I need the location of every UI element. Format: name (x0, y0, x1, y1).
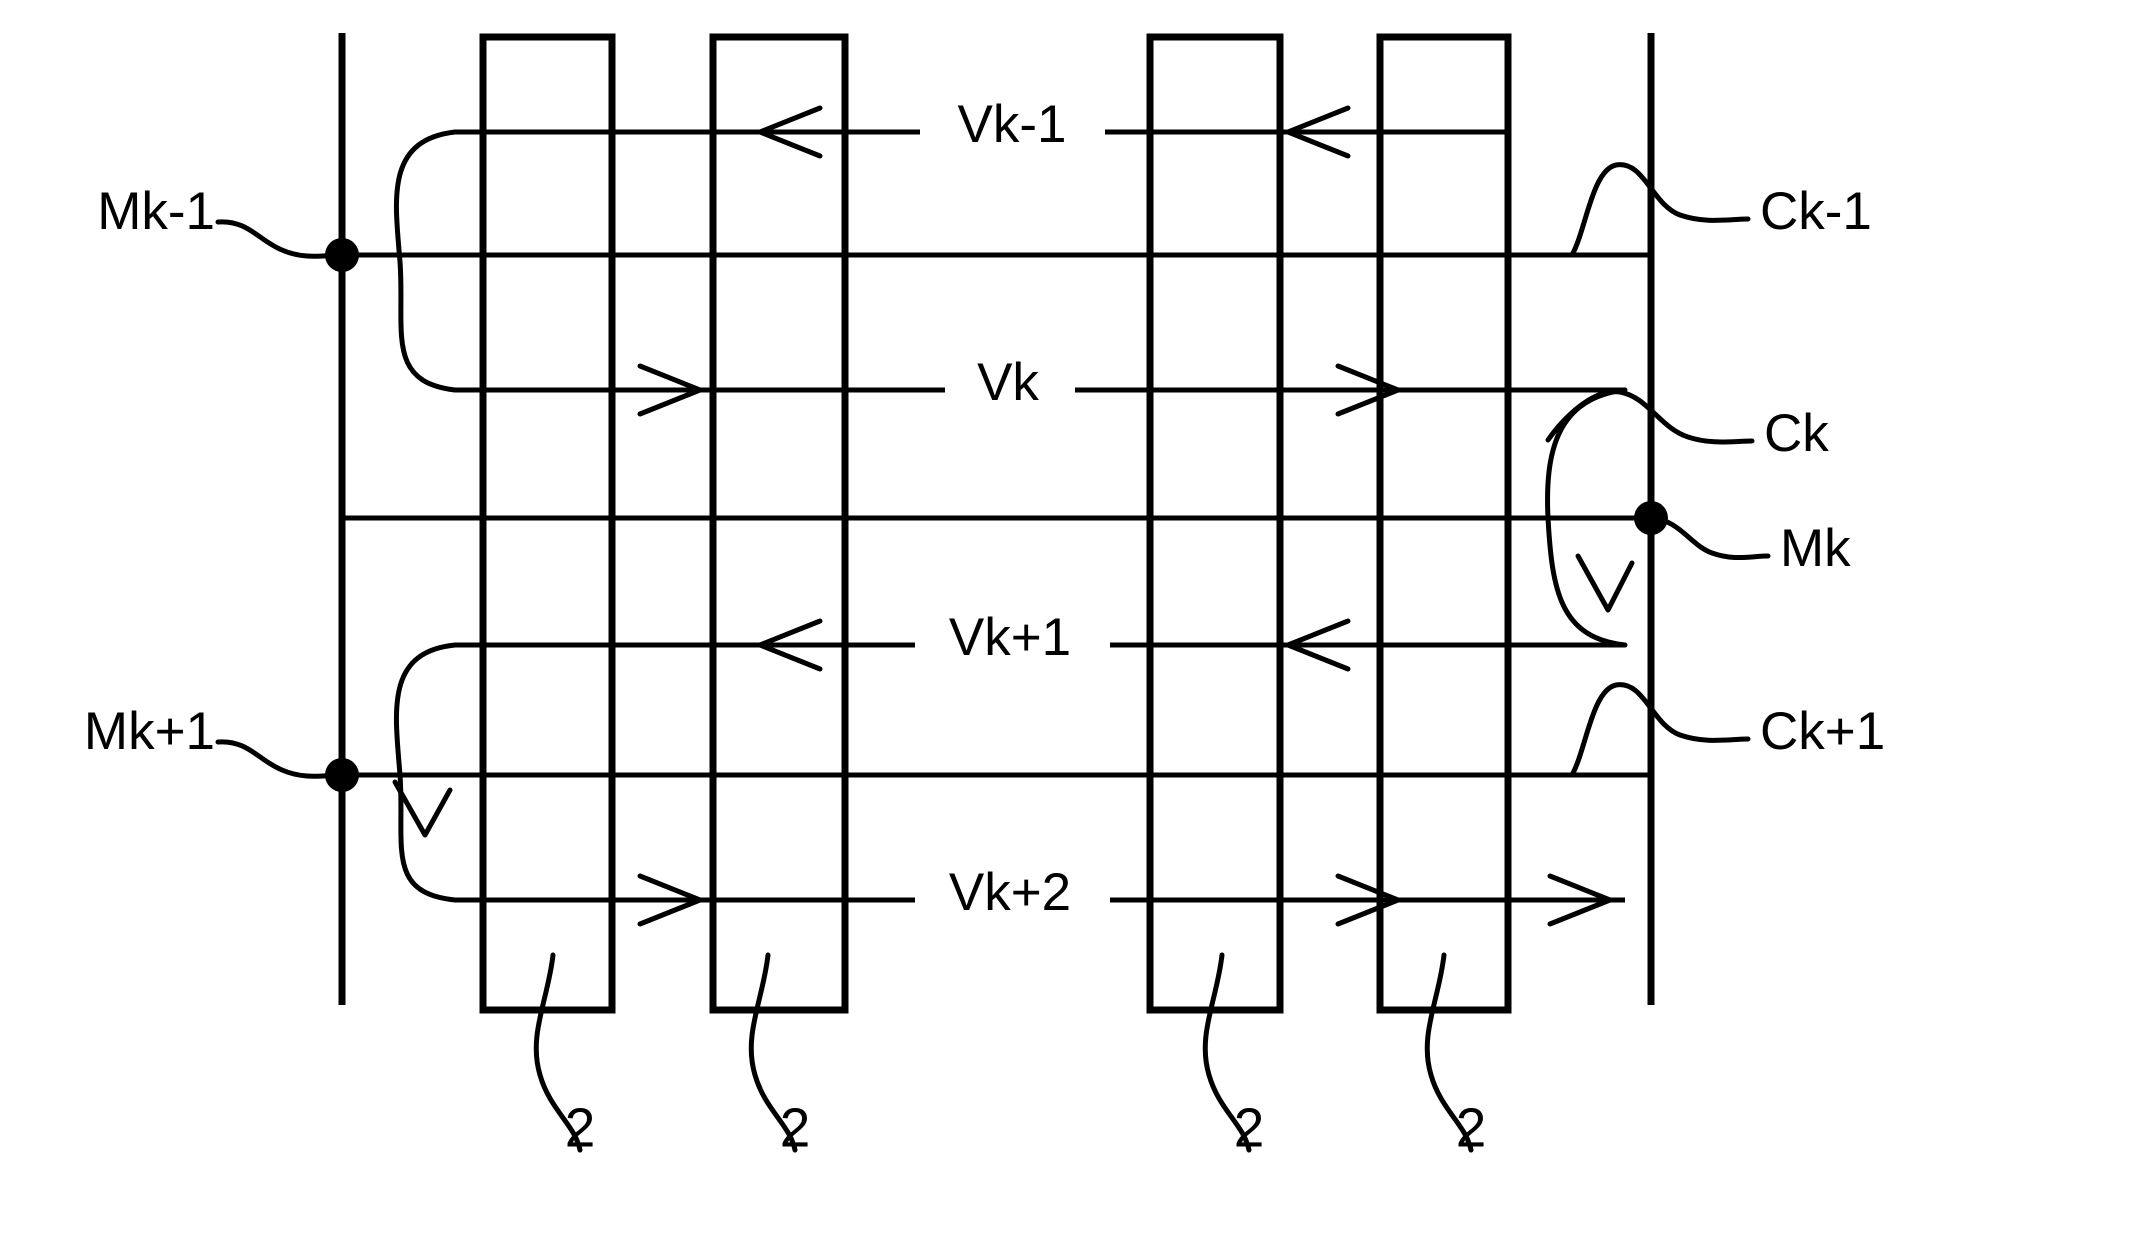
leader-line-mk (1648, 515, 1771, 560)
electrode-rect-2 (709, 33, 849, 1014)
label-ck: Ck (1764, 404, 1829, 463)
label-vk-minus-1: Vk-1 (958, 95, 1067, 154)
label-mask-vk-plus-2 (915, 872, 1110, 928)
arrow-right-vk-plus-2-c (1547, 873, 1613, 927)
ref-numeral-2-c: 2 (1234, 1097, 1265, 1159)
label-ck-minus-1: Ck-1 (1760, 182, 1872, 241)
leader-line-mk-minus-1 (215, 219, 345, 259)
arrow-left-vk-minus-1-b (1285, 105, 1351, 159)
leader-line-ck (1545, 389, 1755, 445)
signal-arrow-heads (392, 105, 1635, 927)
arrow-right-vk-plus-2-a (637, 873, 703, 927)
ref-numeral-2-a: 2 (565, 1097, 596, 1159)
label-mask-vk-minus-1 (920, 104, 1105, 160)
leader-line-ref-2-b (748, 952, 798, 1153)
electrode-rect-4 (1376, 33, 1512, 1014)
arrow-left-vk-plus-1-a (757, 618, 823, 672)
loop-back-curves-left (393, 129, 458, 903)
reference-numeral-leaders (533, 952, 1474, 1153)
arrow-left-vk-minus-1-a (757, 105, 823, 159)
label-vk-plus-1: Vk+1 (949, 608, 1071, 667)
electrode-rectangles (479, 33, 1512, 1014)
leader-line-ck-minus-1 (1569, 162, 1751, 258)
reference-numerals: 2 2 2 2 (565, 1097, 1487, 1159)
electrode-rect-3 (1146, 33, 1284, 1014)
arrow-right-vk-a (637, 363, 703, 417)
arrow-down-loop-left-lower (392, 779, 453, 838)
leader-line-ck-plus-1 (1569, 682, 1751, 778)
label-mk-plus-1: Mk+1 (84, 702, 215, 761)
left-side-labels: Mk-1 Mk+1 (84, 182, 215, 761)
connection-node-dots (325, 238, 1668, 792)
right-side-labels: Ck-1 Ck Mk Ck+1 (1760, 182, 1885, 761)
leader-line-ref-2-d (1424, 952, 1474, 1153)
label-leader-lines (215, 162, 1771, 779)
label-mk-minus-1: Mk-1 (97, 182, 215, 241)
leader-line-ref-2-c (1202, 952, 1252, 1153)
arrow-right-vk-b (1335, 363, 1401, 417)
label-mask-vk-plus-1 (915, 617, 1110, 673)
label-vk-plus-2: Vk+2 (949, 863, 1071, 922)
ref-numeral-2-d: 2 (1456, 1097, 1487, 1159)
loop-curve-vk-plus-1-to-vk-plus-2 (393, 642, 458, 903)
leader-line-mk-plus-1 (215, 739, 345, 779)
leader-line-ref-2-a (533, 952, 583, 1153)
label-ck-plus-1: Ck+1 (1760, 702, 1885, 761)
signal-line-labels: Vk-1 Vk Vk+1 Vk+2 (915, 95, 1110, 928)
loop-curve-vk-minus-1-to-vk (393, 129, 458, 393)
arrow-left-vk-plus-1-b (1285, 618, 1351, 672)
horizontal-signal-lines (342, 129, 1651, 903)
label-mk: Mk (1780, 519, 1851, 578)
electrode-rect-1 (479, 33, 616, 1014)
label-vk: Vk (977, 353, 1039, 412)
arrow-down-loop-right (1575, 553, 1635, 613)
ref-numeral-2-b: 2 (780, 1097, 811, 1159)
label-mask-vk (945, 362, 1075, 418)
arrow-right-vk-plus-2-b (1335, 873, 1401, 927)
